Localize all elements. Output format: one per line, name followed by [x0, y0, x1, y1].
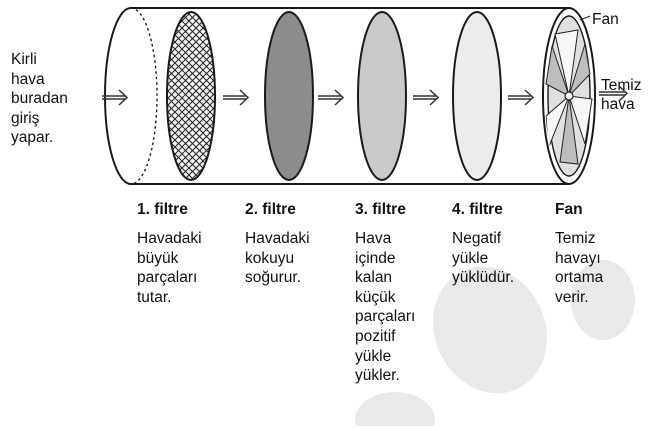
fan-label: Fan: [592, 11, 619, 28]
filter-1-hatched: [166, 11, 216, 181]
airflow-arrows: [102, 15, 629, 106]
stage-3-line: içinde: [355, 249, 396, 267]
stage-fan-line: havayı: [555, 249, 601, 267]
stage-3-line: küçük: [355, 288, 396, 306]
stage-1-line: tutar.: [137, 288, 172, 306]
stage-2-line: Havadaki: [245, 230, 310, 247]
stage-3-line: Hava: [355, 230, 392, 247]
stage-3-line: yükle: [355, 347, 392, 365]
stage-4-line: yükle: [452, 249, 489, 267]
watermark-blob: [571, 260, 635, 340]
stage-1-title: 1. filtre: [137, 201, 188, 218]
airflow-arrow-exit: [599, 85, 629, 102]
stage-4-description: Negatif yükle yüklüdür.: [452, 229, 514, 288]
input-air-line: hava: [11, 70, 45, 88]
stage-fan-line: ortama: [555, 269, 604, 287]
watermark: [355, 260, 635, 431]
stage-2-title: 2. filtre: [245, 201, 296, 218]
stage-2-description: Havadaki kokuyu soğurur.: [245, 229, 310, 288]
fan-leader-line: [579, 15, 591, 21]
input-air-line: buradan: [11, 90, 68, 107]
stage-1-line: büyük: [137, 249, 179, 267]
input-air-line: yapar.: [11, 129, 54, 146]
fan-blade: [545, 45, 570, 98]
airflow-arrow-1-2: [223, 89, 250, 106]
stage-3-line: kalan: [355, 269, 393, 287]
output-air-line: Temiz: [601, 77, 642, 94]
stage-4-line: Negatif: [452, 230, 502, 247]
airflow-arrow-entry: [102, 89, 129, 106]
output-air-label: Temiz hava: [601, 76, 641, 114]
stage-1-line: Havadaki: [137, 230, 202, 247]
output-air-line: hava: [601, 96, 635, 113]
fan-blade: [554, 29, 579, 97]
stage-fan-line: Temiz: [555, 230, 596, 247]
filter-3-mid: [357, 11, 407, 181]
airflow-arrow-4-fan: [508, 89, 535, 106]
airflow-arrow-3-4: [413, 89, 440, 106]
stage-3-title: 3. filtre: [355, 201, 406, 218]
fan-blade: [559, 95, 579, 165]
input-air-line: giriş: [11, 109, 40, 127]
stage-3-line: yükler.: [355, 367, 400, 385]
fan-hub: [564, 91, 574, 101]
stage-fan-description: Temiz havayı ortama verir.: [555, 229, 603, 307]
fan-blade: [568, 95, 593, 145]
stage-3-line: parçaları: [355, 308, 416, 326]
stage-2-line: soğurur.: [245, 269, 302, 287]
fan-blade: [568, 43, 591, 97]
watermark-blob: [433, 266, 547, 394]
filter-2-dark: [264, 11, 314, 181]
filter-4-light: [452, 11, 502, 181]
input-air-line: Kirli: [11, 51, 37, 68]
stage-3-description: Hava içinde kalan küçük parçaları poziti…: [355, 229, 415, 386]
stage-1-line: parçaları: [137, 269, 198, 287]
stage-fan-title: Fan: [555, 201, 583, 218]
cylinder-left-end-dashed: [130, 7, 158, 185]
stage-3-line: pozitif: [355, 327, 396, 345]
watermark-blob: [355, 392, 435, 431]
stage-4-line: yüklüdür.: [452, 269, 515, 287]
stage-2-line: kokuyu: [245, 249, 295, 267]
stage-4-title: 4. filtre: [452, 201, 503, 218]
airflow-arrow-2-3: [318, 89, 345, 106]
fan-blades: [545, 29, 593, 165]
input-air-label: Kirli hava buradan giriş yapar.: [11, 50, 68, 148]
stage-1-description: Havadaki büyük parçaları tutar.: [137, 229, 202, 307]
fan-disc: [542, 6, 596, 186]
stage-fan-line: verir.: [555, 288, 589, 306]
purifier-cylinder: [104, 7, 569, 185]
